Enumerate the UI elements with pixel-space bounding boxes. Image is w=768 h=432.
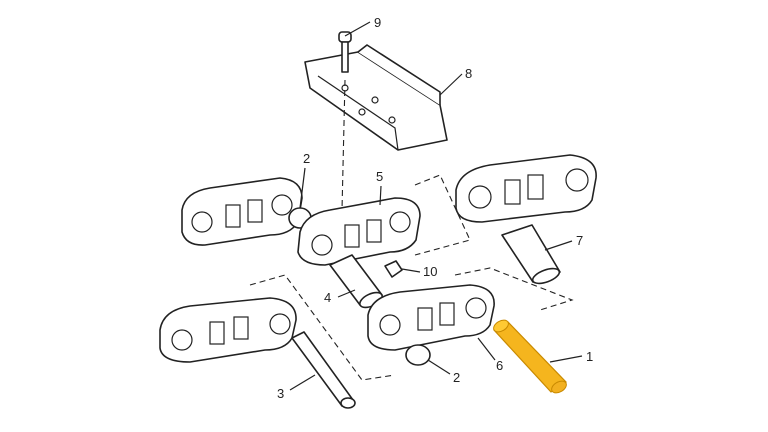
master-pin [291,331,356,409]
leader-lines [289,21,583,391]
link-right [455,154,597,223]
nut [384,260,403,278]
link-bottom-left [159,297,297,363]
callout-4: 4 [324,290,331,305]
track-shoe [304,44,448,151]
bushing-right [501,224,561,285]
callout-5: 5 [376,169,383,184]
link-left [181,177,303,246]
link-top [297,197,421,266]
callout-8: 8 [465,66,472,81]
callout-2-left: 2 [303,151,310,166]
callout-2-bottom: 2 [453,370,460,385]
spacer-bottom [405,344,431,366]
callout-7: 7 [576,233,583,248]
callout-10: 10 [423,264,437,279]
callout-9: 9 [374,15,381,30]
link-bottom [367,284,495,351]
callout-6: 6 [496,358,503,373]
track-pin-highlighted [493,319,567,394]
callout-1: 1 [586,349,593,364]
callout-3: 3 [277,386,284,401]
